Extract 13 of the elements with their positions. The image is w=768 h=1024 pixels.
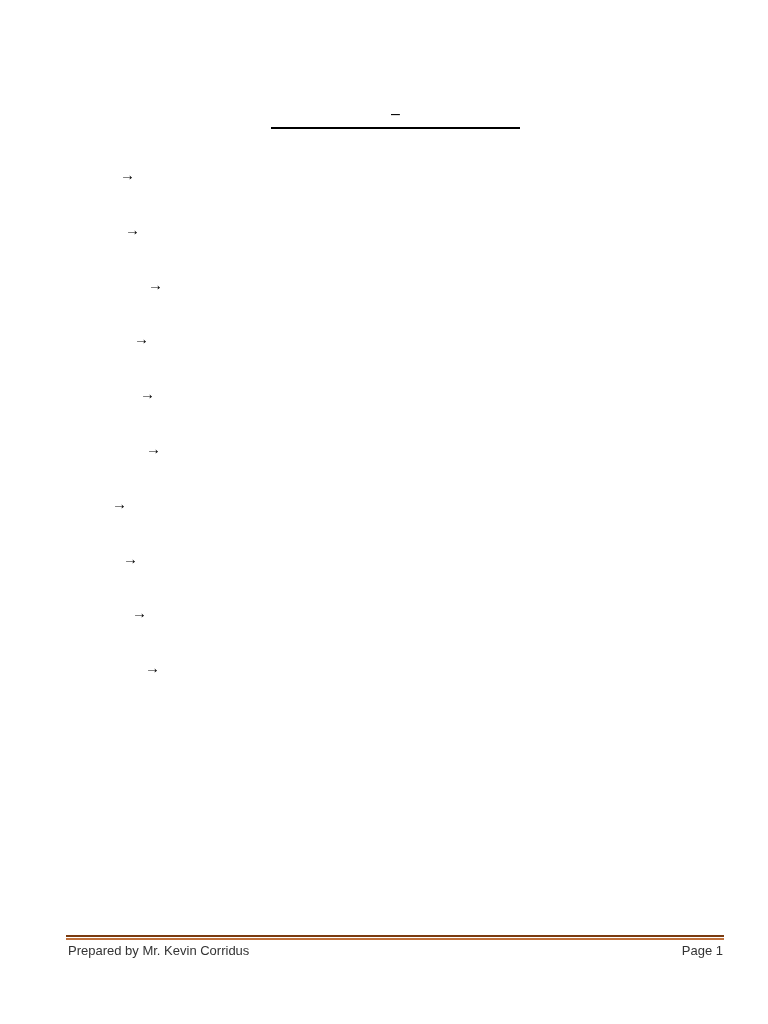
arrow-symbol: → [125, 219, 140, 240]
arrow-symbol: → [112, 493, 127, 514]
arrow-symbol: → [140, 384, 155, 405]
page-title: – [390, 104, 401, 124]
arrow-symbol: → [146, 439, 161, 459]
arrow-symbol: → [123, 548, 138, 569]
arrow-symbol: → [120, 165, 135, 185]
arrow-symbol: → [145, 658, 160, 679]
page-number: Page 1 [681, 942, 723, 960]
arrow-symbol: → [148, 274, 163, 295]
arrow-symbol: → [134, 329, 149, 350]
footer-author: Prepared by Mr. Kevin Corridus [68, 942, 250, 960]
arrow-symbol: → [132, 603, 147, 624]
